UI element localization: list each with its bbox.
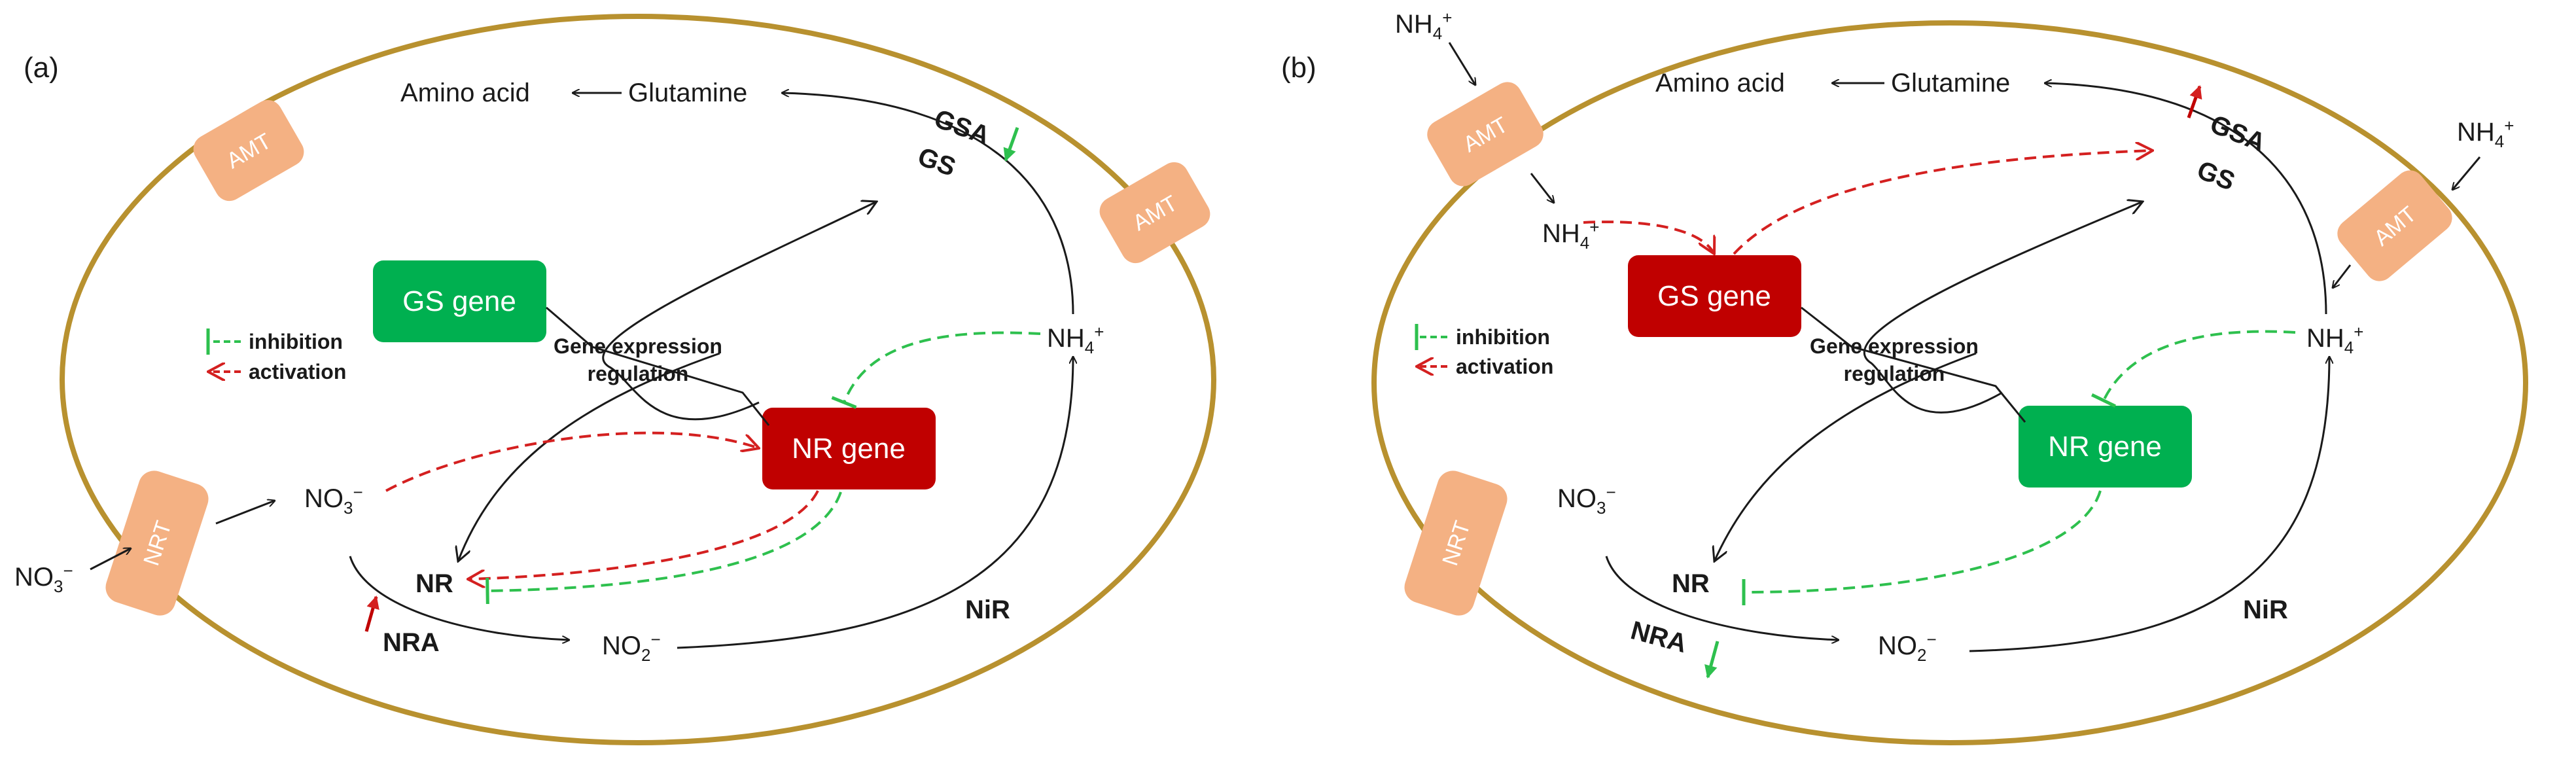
no3-inside-label: NO3− [1557,482,1616,518]
nr-gene-inhibits-nr-arrow [485,491,842,605]
nra-trend-down-arrow [1704,641,1720,679]
gsa-label: GSA [2206,110,2270,158]
panel-a: (a) AMT AMT NRT NO3− Amino acid Glutamin… [14,14,1216,745]
nh4-uptake-arrow [1448,42,1475,85]
nr-gene-inhibits-nr-arrow [1742,490,2102,606]
amt-transporter: AMT [1099,162,1210,264]
no3-import-arrow [215,501,275,525]
nr-gene-activates-nr-arrow [468,490,819,579]
nh4-import-arrow [1530,173,1554,203]
glutamine-label: Glutamine [1891,69,2010,98]
nra-label: NRA [1628,616,1690,658]
no3-uptake-arrow [90,548,131,571]
amt-transporter: AMT [193,99,304,202]
nir-reaction-arc [677,357,1073,649]
amt-transporter: AMT [1427,82,1544,186]
nr-enzyme-label: NR [415,569,453,598]
inhibition-legend-label: inhibition [249,330,343,353]
nir-reaction-arc [1969,357,2329,652]
gs-gene-to-gs-regulation-line [546,306,770,426]
panel-label: (b) [1281,52,1316,84]
nh4-inside-label: NH4+ [1047,322,1104,357]
nir-label: NiR [965,595,1010,624]
nr-enzyme-label: NR [1672,569,1710,598]
no2-label: NO2− [1878,630,1937,665]
legend: inhibition activation [206,328,346,383]
inhibition-legend-label: inhibition [1456,325,1550,349]
no2-label: NO2− [602,630,661,665]
nrt-transporter: NRT [1404,470,1508,616]
no3-inside-label: NO3− [304,482,363,518]
nr-gene-label: NR gene [792,433,906,465]
nr-gene-label: NR gene [2048,431,2162,463]
nr-reaction-arc [349,556,569,640]
legend: inhibition activation [1415,324,1553,378]
gs-enzyme-label: GS [2193,156,2239,196]
gs-gene-label: GS gene [1657,280,1771,312]
nra-trend-up-arrow [364,595,379,632]
regulation-to-gs-arrow [1863,202,2143,414]
nh4-outside-label: NH4+ [2457,116,2514,151]
nra-label: NRA [383,628,440,657]
gs-gene-box: GS gene [1628,255,1801,337]
regulation-label-line2: regulation [588,362,689,385]
nh4-inside-label: NH4+ [1542,217,1599,253]
nr-reaction-arc [1605,556,1839,640]
gsa-label: GSA [930,104,994,151]
nr-gene-box: NR gene [2019,406,2192,488]
cell-membrane [60,14,1216,745]
gs-reaction-arc [782,93,1074,315]
cell-membrane [1371,20,2528,745]
glutamine-label: Glutamine [628,79,747,107]
nh4-import-arrow [2333,264,2352,288]
gsa-trend-up-arrow [2187,85,2202,118]
nh4-inhibits-nr-gene-arrow [831,331,1041,409]
panel-label: (a) [24,52,59,84]
regulation-label-line2: regulation [1844,362,1945,385]
regulation-to-nr-arrow [458,352,720,561]
amt-transporter: AMT [2337,170,2452,281]
regulation-to-gs-arrow [602,202,877,421]
regulation-label-line1: Gene expression [554,334,722,358]
no3-outside-label: NO3− [14,561,73,596]
activation-legend-label: activation [1456,355,1553,378]
gs-gene-label: GS gene [402,285,516,317]
amino-acid-label: Amino acid [1655,69,1785,98]
nh4-outside-label: NH4+ [1395,8,1452,43]
gs-gene-to-nr-regulation-line [1801,306,2026,423]
nh4-inhibits-nr-gene-arrow [2091,330,2296,408]
regulation-label-line1: Gene expression [1810,334,1979,358]
nir-label: NiR [2243,595,2288,624]
nh4-uptake-arrow [2452,156,2481,190]
activation-legend-label: activation [249,360,346,383]
nh4-activates-gs-arrow [1733,151,2153,255]
amino-acid-label: Amino acid [400,79,530,107]
panel-b: (b) AMT AMT NRT NH4+ NH4+ NH4+ Amino aci… [1281,8,2528,745]
nrt-transporter: NRT [105,470,209,616]
gs-reaction-arc [2045,83,2327,315]
nh4-inside-label: NH4+ [2306,322,2363,357]
nr-gene-box: NR gene [762,408,936,489]
gs-enzyme-label: GS [914,142,959,182]
regulation-to-nr-arrow [1714,352,1977,561]
gs-gene-box: GS gene [373,260,546,342]
no3-activates-nr-gene-arrow [385,431,759,492]
gsa-trend-down-arrow [1003,127,1019,162]
nh4-activates-gs-gene-arrow [1583,221,1714,254]
